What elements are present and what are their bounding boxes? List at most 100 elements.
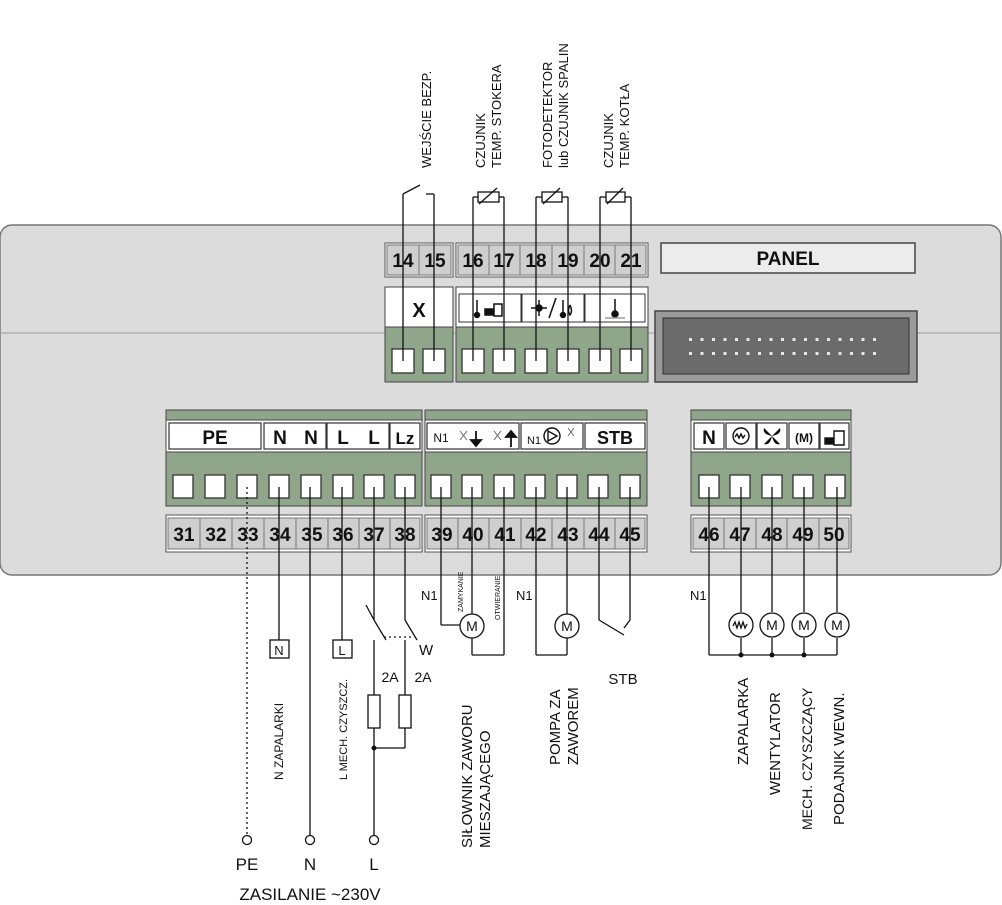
connector-pin — [746, 338, 750, 341]
header-l-37: L — [368, 428, 380, 449]
terminal-43: 43 — [557, 525, 578, 546]
fan-motor-icon — [759, 612, 785, 638]
connector-pin — [815, 352, 819, 355]
connector-pin — [804, 338, 807, 341]
connector-pin — [700, 352, 704, 355]
stb-wiring — [598, 487, 631, 636]
box-l-label: L — [338, 643, 345, 658]
label-boiler-sensor-1: CZUJNIK — [601, 113, 616, 168]
pump-motor-icon — [554, 613, 580, 639]
x-label: X — [412, 300, 426, 322]
right-loads-wiring — [708, 487, 838, 656]
connector-pin — [769, 338, 773, 341]
connector-pin — [838, 352, 842, 355]
label-mixer-1: SIŁOWNIK ZAWORU — [459, 704, 476, 848]
connector-pin — [861, 352, 865, 355]
connector-pin — [873, 352, 876, 355]
feeder-header-icon — [824, 430, 845, 446]
header-n-46: N — [702, 428, 716, 449]
screw-47 — [729, 474, 751, 499]
supply-pe-label: PE — [236, 855, 259, 874]
connector-pin — [804, 352, 807, 355]
stoker-sensor-icon — [473, 300, 503, 319]
mixer-actuator-wiring — [440, 487, 505, 656]
fuse-junction — [371, 745, 377, 751]
connector-pin — [712, 352, 715, 355]
terminal-41: 41 — [494, 525, 516, 546]
fuse-b-label: 2A — [414, 669, 432, 685]
photodetector-wiring — [535, 187, 569, 361]
screw-33 — [236, 474, 258, 499]
connector-pin — [827, 352, 830, 355]
header-n-34: N — [273, 428, 287, 449]
header-n-35: N — [304, 428, 318, 449]
label-cleaning: MECH. CZYSZCZĄCY — [799, 687, 815, 830]
header-pe: PE — [202, 428, 227, 449]
n1-pump-label: N1 — [516, 588, 533, 603]
label-fan: WENTYLATOR — [767, 692, 784, 795]
panel-label: PANEL — [757, 249, 820, 270]
mixer-motor-icon — [459, 613, 485, 639]
terminal-15: 15 — [424, 251, 446, 272]
label-pump-1: POMPA ZA — [547, 689, 564, 765]
terminal-36: 36 — [332, 525, 353, 546]
connector-pin — [689, 352, 692, 355]
connector-pin — [689, 338, 692, 341]
connector-pin — [781, 338, 784, 341]
cleaning-motor-label: M — [798, 617, 810, 633]
label-pump-2: ZAWOREM — [565, 687, 582, 765]
photodetector-icon — [531, 297, 573, 319]
header-n1-mixer: N1 — [433, 431, 449, 445]
label-safety-input: WEJŚCIE BEZP. — [419, 71, 434, 168]
connector-pin — [792, 352, 796, 355]
junction-48 — [769, 652, 775, 658]
supply-l-label: L — [369, 855, 378, 874]
igniter-heater-icon — [728, 612, 754, 638]
supply-switch-fuses — [365, 487, 418, 835]
top-terminal-numbers: 14 15 16 17 18 19 20 21 — [384, 242, 649, 278]
stoker-sensor-wiring — [472, 187, 505, 361]
terminal-33: 33 — [237, 525, 258, 546]
label-l-cleaning: L MECH. CZYSZCZ. — [338, 679, 350, 780]
mixer-motor-label: M — [466, 618, 478, 634]
junction-49 — [801, 652, 807, 658]
terminal-50: 50 — [823, 525, 844, 546]
pump-wiring — [535, 487, 568, 656]
n1-mixer-label: N1 — [421, 588, 438, 603]
l-terminal — [368, 834, 380, 846]
connector-pin — [735, 352, 738, 355]
mixer-arrows-icon — [459, 429, 518, 448]
fan-motor-label: M — [766, 617, 778, 633]
connector-pin — [746, 352, 750, 355]
screw-35 — [300, 474, 322, 499]
connector-pin — [769, 352, 773, 355]
connector-pin — [850, 338, 853, 341]
connector-pin — [861, 338, 865, 341]
fuse-a-label: 2A — [381, 669, 399, 685]
box-n — [269, 639, 290, 659]
connector-pin — [723, 338, 727, 341]
terminal-34: 34 — [269, 525, 291, 546]
connector-pin — [873, 338, 876, 341]
feeder-motor-label: M — [831, 617, 843, 633]
terminal-49: 49 — [792, 525, 813, 546]
stb-label: STB — [608, 671, 637, 688]
header-n1-pump: N1 — [527, 435, 541, 447]
opening-label: OTWIERANIE — [495, 575, 502, 620]
bottom-terminal-numbers: 31 32 33 34 35 36 37 38 39 40 41 42 43 4… — [165, 514, 852, 553]
terminal-31: 31 — [173, 525, 195, 546]
screw-42 — [524, 474, 546, 499]
heater-zigzag — [732, 619, 748, 631]
connector-pin — [827, 338, 830, 341]
connector-pin — [735, 338, 738, 341]
connector-pin — [758, 338, 761, 341]
switch-w-label: W — [419, 642, 434, 659]
supply-n-label: N — [304, 855, 316, 874]
label-igniter: ZAPALARKA — [735, 678, 752, 765]
screw-50 — [824, 474, 846, 499]
cleaning-motor-icon — [791, 612, 817, 638]
boiler-sensor-wiring — [599, 187, 632, 361]
connector-pin — [838, 338, 842, 341]
header-stb: STB — [597, 428, 633, 448]
terminal-32: 32 — [205, 525, 226, 546]
